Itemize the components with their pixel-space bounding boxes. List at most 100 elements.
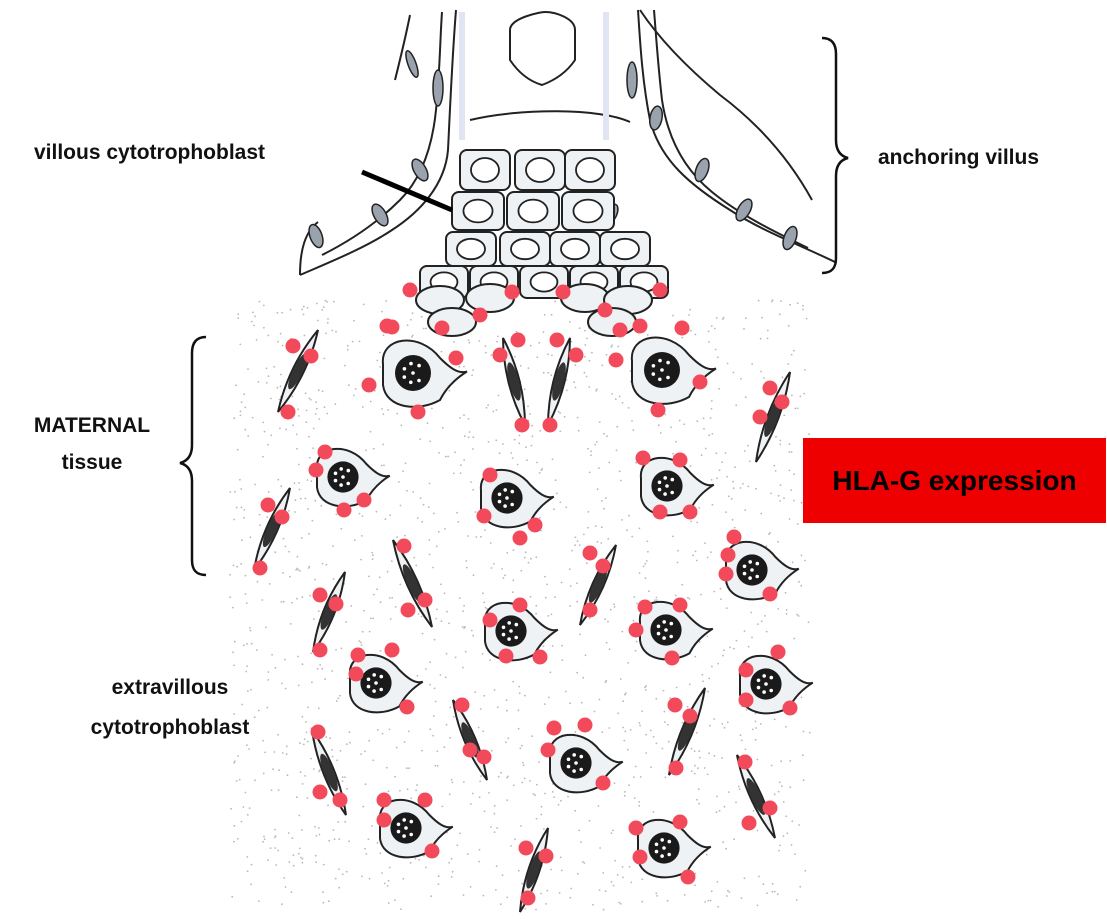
- stipple-dot: [531, 735, 533, 737]
- stipple-dot: [323, 306, 325, 308]
- stipple-dot: [336, 514, 338, 516]
- column-cell-nucleus: [511, 239, 539, 259]
- stipple-dot: [379, 366, 381, 368]
- nucleus-dot: [579, 768, 583, 772]
- stipple-dot: [662, 748, 664, 750]
- stipple-dot: [359, 341, 361, 343]
- stipple-dot: [530, 345, 532, 347]
- stipple-dot: [277, 341, 279, 343]
- stipple-dot: [429, 728, 431, 730]
- stipple-dot: [603, 508, 605, 510]
- stipple-dot: [704, 542, 706, 544]
- stipple-dot: [346, 788, 348, 790]
- stipple-dot: [395, 606, 397, 608]
- stipple-dot: [589, 617, 591, 619]
- stipple-dot: [440, 583, 442, 585]
- stipple-dot: [741, 897, 743, 899]
- stipple-dot: [373, 594, 375, 596]
- stipple-dot: [714, 328, 716, 330]
- stipple-dot: [639, 722, 641, 724]
- stipple-dot: [547, 615, 549, 617]
- stipple-dot: [246, 856, 248, 858]
- nucleus-dot: [502, 633, 506, 637]
- stipple-dot: [376, 511, 378, 513]
- stipple-dot: [698, 750, 700, 752]
- nucleus-dot: [409, 833, 413, 837]
- stipple-dot: [301, 829, 303, 831]
- stipple-dot: [286, 753, 288, 755]
- stipple-dot: [310, 653, 312, 655]
- stipple-dot: [331, 749, 333, 751]
- stipple-dot: [500, 772, 502, 774]
- hla-g-marker: [739, 693, 754, 708]
- stipple-dot: [695, 551, 697, 553]
- stipple-dot: [269, 583, 271, 585]
- stipple-dot: [695, 334, 697, 336]
- stipple-dot: [725, 848, 727, 850]
- stipple-dot: [613, 885, 615, 887]
- stipple-dot: [381, 311, 383, 313]
- stipple-dot: [321, 309, 323, 311]
- stipple-dot: [420, 497, 422, 499]
- stipple-dot: [416, 784, 418, 786]
- stipple-dot: [434, 639, 436, 641]
- stipple-dot: [311, 681, 313, 683]
- stipple-dot: [453, 341, 455, 343]
- stipple-dot: [486, 407, 488, 409]
- stipple-dot: [441, 351, 443, 353]
- stipple-dot: [319, 664, 321, 666]
- stipple-dot: [383, 465, 385, 467]
- stipple-dot: [412, 491, 414, 493]
- stipple-dot: [596, 441, 598, 443]
- stipple-dot: [494, 831, 496, 833]
- stipple-dot: [342, 776, 344, 778]
- stipple-dot: [694, 765, 696, 767]
- villus-edge-left-top: [395, 15, 410, 80]
- stipple-dot: [703, 417, 705, 419]
- stipple-dot: [280, 374, 282, 376]
- stipple-dot: [273, 366, 275, 368]
- stipple-dot: [664, 711, 666, 713]
- stipple-dot: [581, 702, 583, 704]
- stipple-dot: [467, 853, 469, 855]
- stipple-dot: [721, 461, 723, 463]
- stipple-dot: [315, 861, 317, 863]
- hla-g-marker: [763, 381, 778, 396]
- stipple-dot: [280, 333, 282, 335]
- stipple-dot: [435, 618, 437, 620]
- hla-g-marker: [499, 649, 514, 664]
- nucleus-dot: [346, 482, 350, 486]
- nucleus-dot: [657, 632, 661, 636]
- stipple-dot: [513, 549, 515, 551]
- stipple-dot: [231, 896, 233, 898]
- stipple-dot: [299, 489, 301, 491]
- stipple-dot: [783, 415, 785, 417]
- stipple-dot: [301, 596, 303, 598]
- hla-g-marker: [753, 410, 768, 425]
- stipple-dot: [569, 321, 571, 323]
- column-cell-nucleus: [471, 158, 499, 182]
- stipple-dot: [496, 827, 498, 829]
- hla-g-marker: [681, 870, 696, 885]
- stipple-dot: [506, 777, 508, 779]
- nucleus-dot: [511, 490, 515, 494]
- stipple-dot: [429, 661, 431, 663]
- stipple-dot: [559, 502, 561, 504]
- stipple-dot: [559, 431, 561, 433]
- column-cell-nucleus: [531, 272, 558, 291]
- stipple-dot: [630, 882, 632, 884]
- stipple-dot: [506, 799, 508, 801]
- stipple-dot: [353, 320, 355, 322]
- stipple-dot: [312, 447, 314, 449]
- stipple-dot: [303, 314, 305, 316]
- stipple-dot: [319, 418, 321, 420]
- stipple-dot: [677, 550, 679, 552]
- stipple-dot: [338, 887, 340, 889]
- nucleus-dot: [762, 690, 766, 694]
- stipple-dot: [418, 613, 420, 615]
- stipple-dot: [527, 405, 529, 407]
- stipple-dot: [656, 743, 658, 745]
- nucleus-dot: [663, 476, 667, 480]
- stipple-dot: [721, 757, 723, 759]
- spindle-nucleus: [549, 361, 568, 402]
